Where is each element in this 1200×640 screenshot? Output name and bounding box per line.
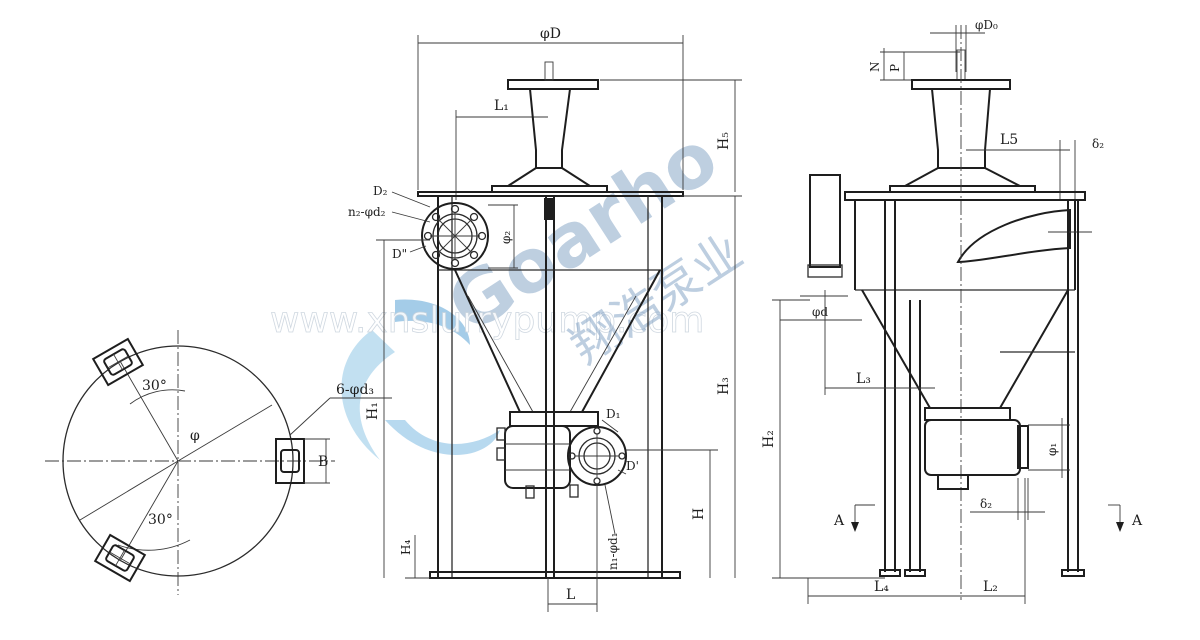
side-pedestal <box>889 49 1036 193</box>
flange-height-label: B <box>318 454 328 470</box>
flange-angle-bottom-label: 30° <box>148 512 173 528</box>
width-l-label: L <box>566 587 575 603</box>
inlet-diameter-label: φ₁ <box>1045 443 1059 456</box>
shaft-diameter-label: φD₀ <box>975 18 998 32</box>
side-pump-casing <box>924 407 1029 490</box>
section-left-label: A <box>833 513 845 529</box>
flange-diameter-label: φ <box>190 428 200 444</box>
bolt-block-right <box>275 438 305 484</box>
offset-l1-label: L₁ <box>494 98 509 114</box>
height-h5-label: H₅ <box>716 132 732 150</box>
base-plate <box>429 571 681 579</box>
offset-l3-label: L₃ <box>856 371 871 387</box>
delta-top-label: δ₂ <box>1092 137 1104 151</box>
watermark: Goarho www.xnslurrypump.com 翔浩泵业 <box>270 114 753 460</box>
outlet-flange-label: D₂ <box>373 184 388 198</box>
height-h2-label: H₂ <box>761 430 777 448</box>
width-l2-label: L₂ <box>983 579 998 595</box>
section-right-label: A <box>1131 513 1143 529</box>
overflow-pipe <box>807 174 843 278</box>
flange-angle-top-label: 30° <box>142 378 167 394</box>
pipe-diameter-label: φd <box>812 305 828 319</box>
outlet-bolt-circle-label: D" <box>392 247 407 261</box>
height-h3-label: H₃ <box>716 377 732 395</box>
inlet-bolt-circle-label: D' <box>626 459 639 473</box>
watermark-logo <box>341 299 500 460</box>
inlet-bolts-label: n₁-φd₁ <box>606 533 620 571</box>
overall-diameter-label: φD <box>540 26 561 42</box>
outlet-diameter-label: φ₂ <box>499 231 513 244</box>
motor-pedestal <box>491 61 608 193</box>
height-h-label: H <box>691 508 707 520</box>
flange-view: 30° 30° φ 6-φd₃ B <box>45 330 392 595</box>
flange-bolt-holes-label: 6-φd₃ <box>336 382 374 398</box>
outlet-bolts-label: n₂-φd₂ <box>348 205 386 219</box>
bolt-block-top <box>91 337 145 387</box>
height-p-label: P <box>888 64 902 72</box>
tangential-inlet <box>956 208 1092 264</box>
offset-l5-label: L5 <box>1000 132 1018 148</box>
height-h4-label: H₄ <box>399 540 413 555</box>
shaft-coupling <box>544 198 554 220</box>
bolt-block-bottom <box>93 533 147 583</box>
width-l4-label: L₄ <box>874 579 889 595</box>
outlet-flange <box>421 202 518 270</box>
pump-casing <box>496 425 571 499</box>
height-n-label: N <box>868 62 882 73</box>
delta-bottom-label: δ₂ <box>980 497 992 511</box>
side-view: φD₀ N P L5 δ₂ <box>761 18 1143 604</box>
front-view: φD L₁ H₅ <box>348 26 742 612</box>
inlet-flange-label: D₁ <box>606 407 620 421</box>
height-h1-label: H₁ <box>365 402 381 420</box>
